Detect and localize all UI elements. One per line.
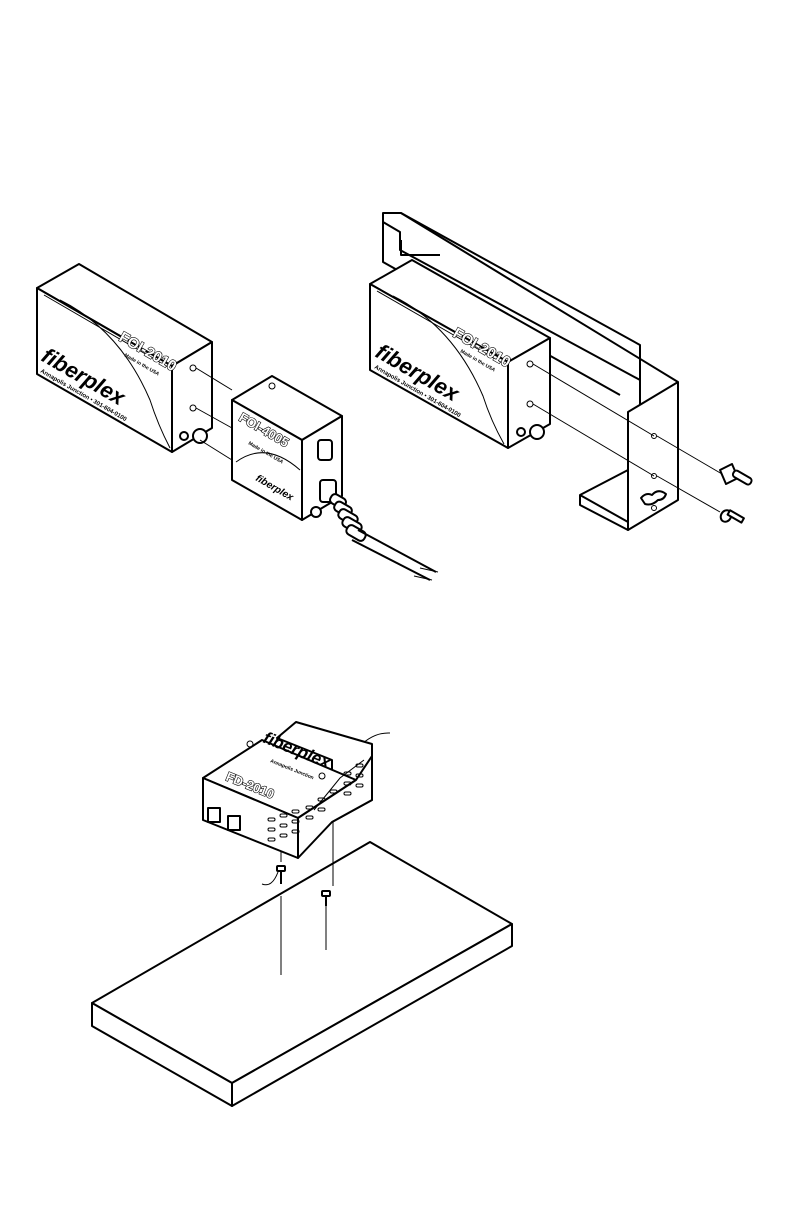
connector-port-icon <box>530 425 544 439</box>
mounting-shelf <box>92 842 512 1106</box>
fd-unit: fiberplex Annapolis Junction FD-2010 <box>203 722 372 858</box>
fiber-cable <box>358 530 436 572</box>
screw-icon <box>277 866 285 884</box>
foi-adapter: FOI-4005 fiberplex Made in the USA <box>232 376 438 580</box>
thumbscrew-icon <box>720 464 753 486</box>
port-icon <box>228 816 240 830</box>
foi-unit-left: FOI-2010 Made in the USA fiberplex Annap… <box>37 264 212 452</box>
port-icon <box>208 808 220 822</box>
connector-port-icon <box>193 429 207 443</box>
screw-icon <box>719 508 744 523</box>
knurled-knob-icon <box>318 440 332 460</box>
cable-strain-relief-icon <box>329 493 368 543</box>
